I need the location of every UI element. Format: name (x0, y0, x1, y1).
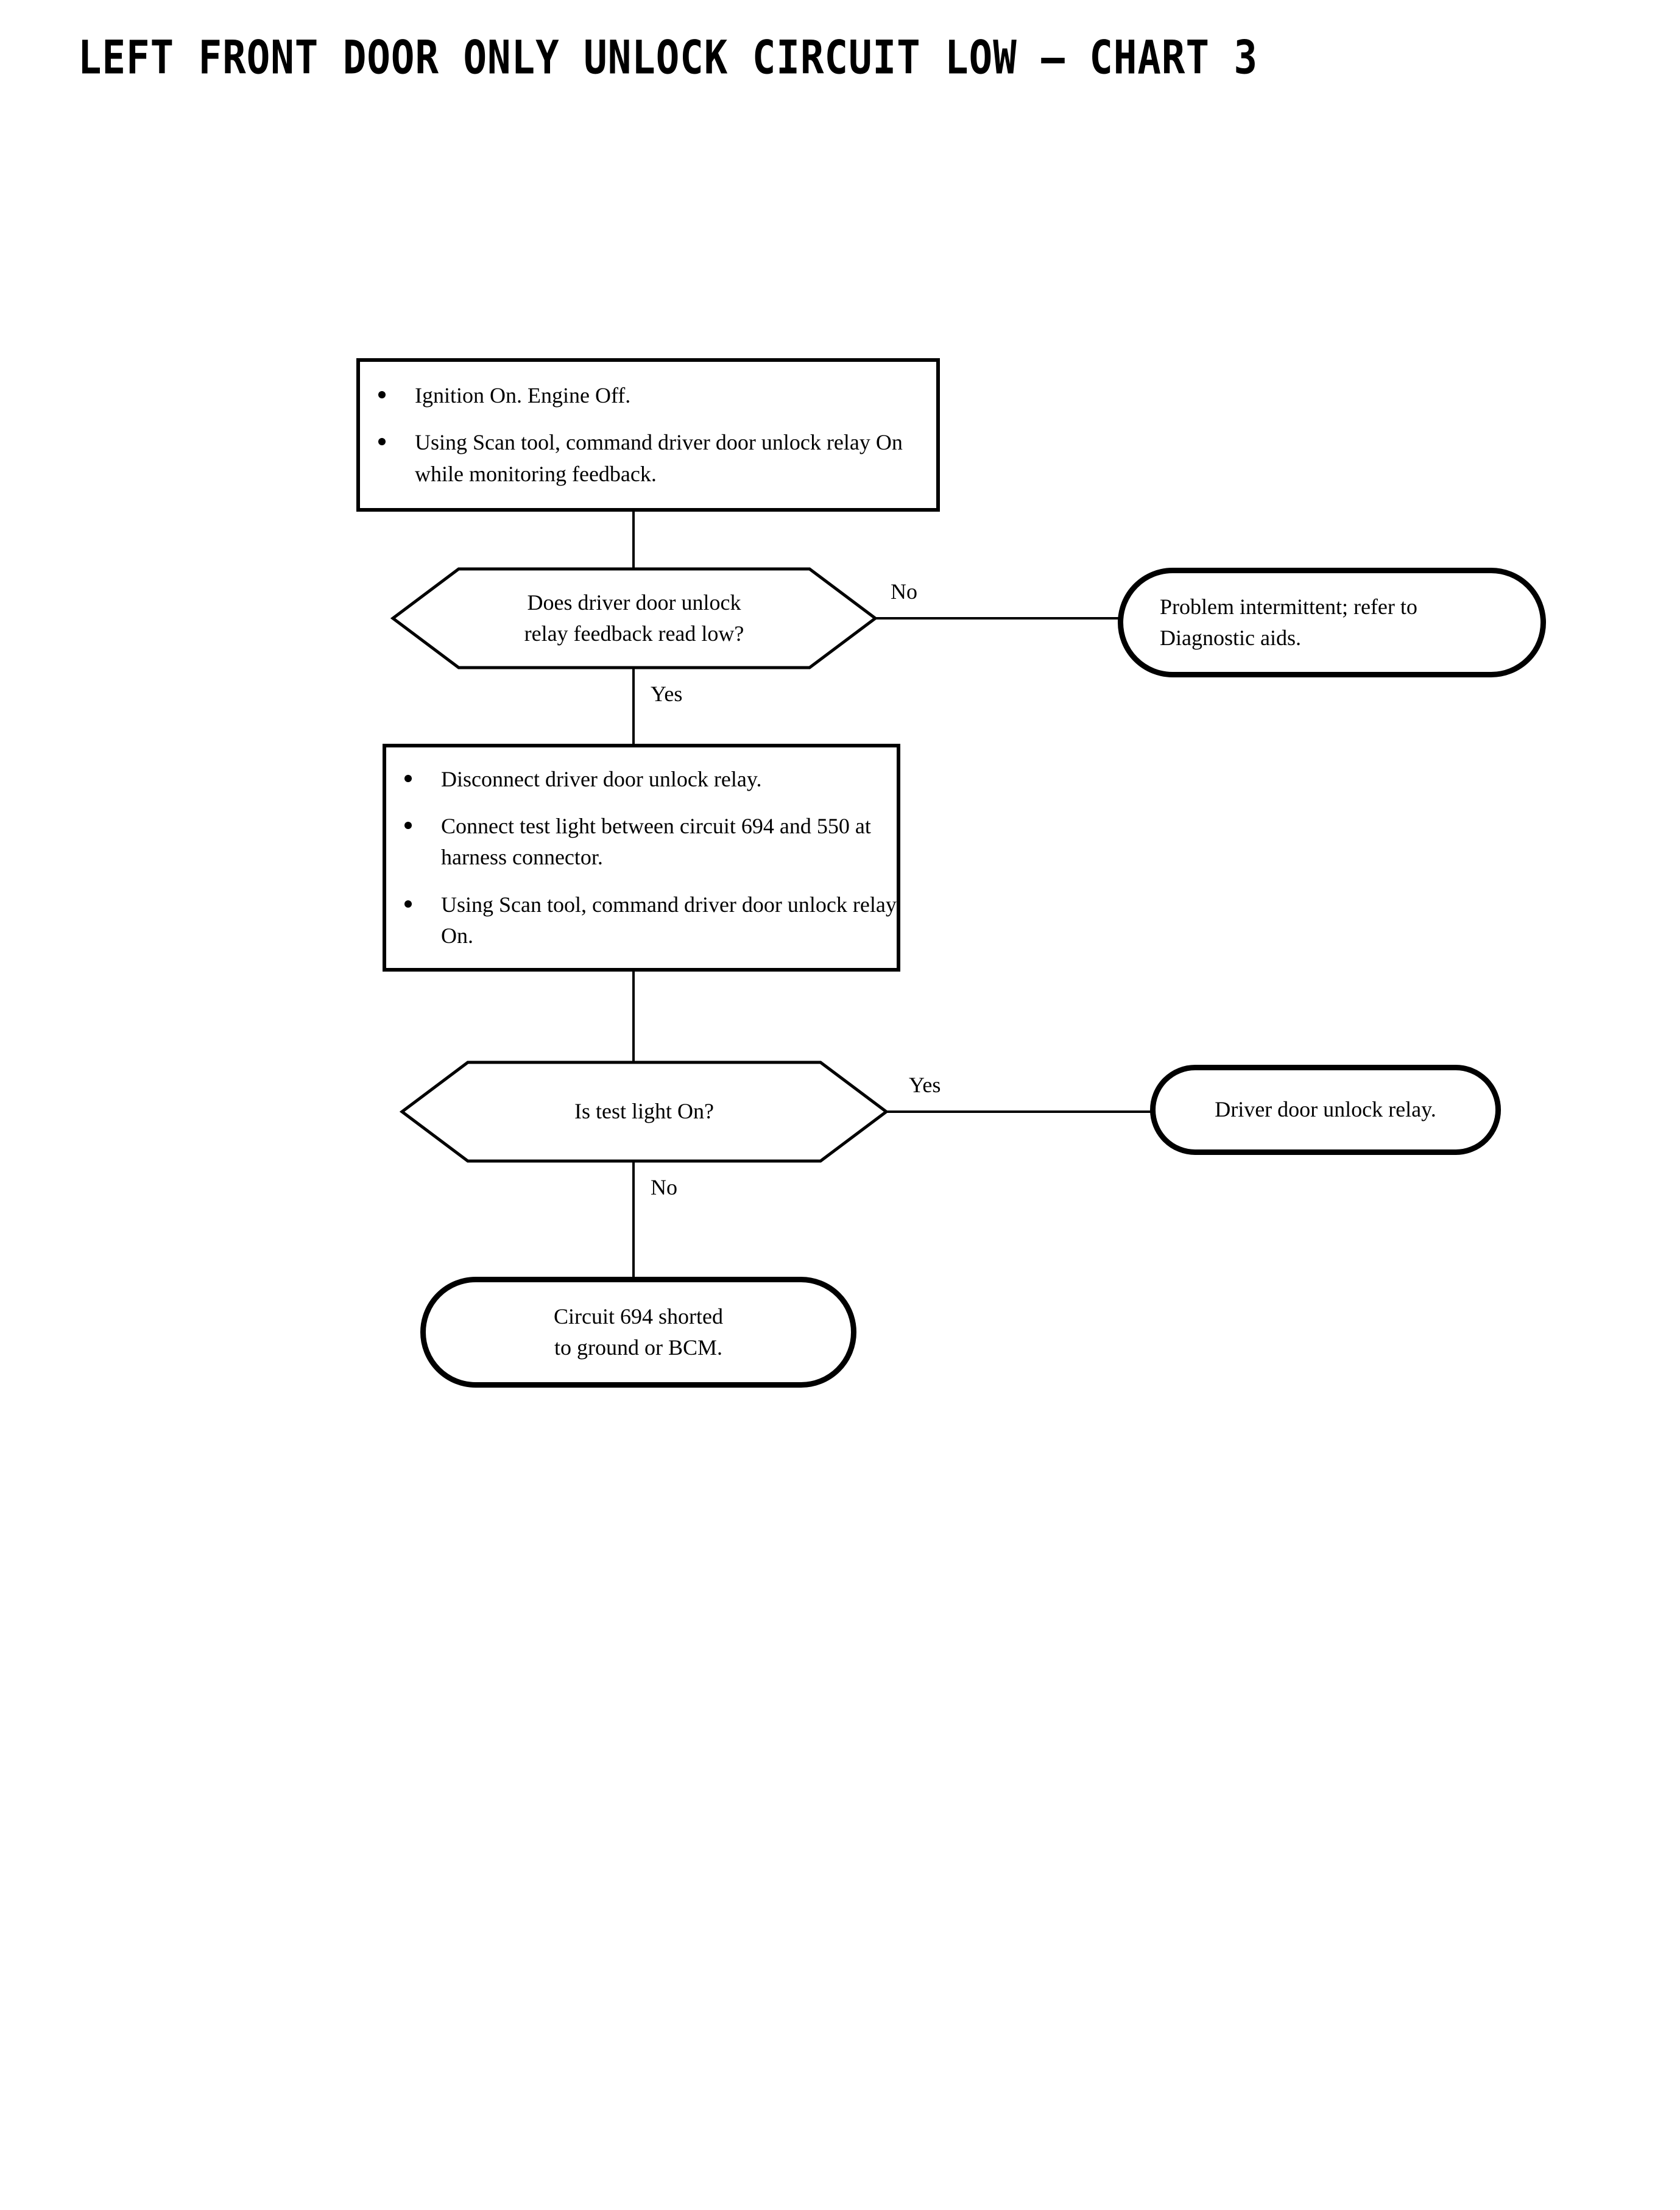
connector-step2-to-decision2 (632, 970, 635, 1063)
list-item-label: Disconnect driver door unlock relay. (441, 767, 762, 792)
terminal-node-problem-intermittent: Problem intermittent; refer to Diagnosti… (1118, 568, 1546, 677)
list-item-label: Ignition On. Engine Off. (415, 383, 631, 408)
terminal-label-line-1: Circuit 694 shorted (554, 1304, 723, 1329)
connector-decision1-yes (632, 668, 635, 745)
decision-hexagon-outline (390, 567, 878, 669)
terminal-label-line-2: Diagnostic aids. (1160, 626, 1301, 650)
bullet-icon (378, 438, 386, 446)
edge-label-decision2-no: No (651, 1175, 677, 1199)
connector-step1-to-decision1 (632, 510, 635, 569)
terminal-node-driver-door-unlock-relay: Driver door unlock relay. (1150, 1065, 1501, 1155)
list-item: Ignition On. Engine Off. (360, 380, 936, 411)
step-1-bullet-list: Ignition On. Engine Off. Using Scan tool… (360, 380, 936, 489)
list-item-label: Using Scan tool, command driver door unl… (415, 430, 903, 486)
terminal-node-circuit-694-shorted: Circuit 694 shorted to ground or BCM. (420, 1277, 856, 1388)
page-title: LEFT FRONT DOOR ONLY UNLOCK CIRCUIT LOW … (78, 32, 1258, 85)
decision-node-label: Is test light On? (402, 1061, 886, 1162)
decision-hexagon-outline (399, 1061, 889, 1163)
edge-label-decision2-yes: Yes (909, 1073, 941, 1097)
bullet-icon (404, 822, 412, 830)
connector-decision2-yes (884, 1110, 1152, 1113)
list-item: Disconnect driver door unlock relay. (386, 764, 897, 795)
decision-label-line-1: Does driver door unlock (527, 590, 741, 615)
terminal-node-label: Problem intermittent; refer to Diagnosti… (1160, 591, 1417, 654)
connector-decision1-no (874, 617, 1120, 620)
decision-node-label: Does driver door unlock relay feedback r… (393, 568, 875, 669)
terminal-node-label: Driver door unlock relay. (1215, 1094, 1436, 1125)
bullet-icon (378, 391, 386, 399)
decision-label-line-1: Is test light On? (574, 1099, 714, 1124)
decision-node-test-light-on: Is test light On? (399, 1061, 889, 1163)
decision-label-line-2: relay feedback read low? (524, 621, 744, 646)
process-box-step-1: Ignition On. Engine Off. Using Scan tool… (356, 358, 940, 512)
edge-label-decision1-no: No (891, 579, 917, 604)
terminal-label-line-1: Driver door unlock relay. (1215, 1097, 1436, 1122)
process-box-step-2: Disconnect driver door unlock relay. Con… (383, 744, 900, 972)
list-item: Connect test light between circuit 694 a… (386, 811, 897, 873)
bullet-icon (404, 775, 412, 783)
list-item-label: Using Scan tool, command driver door unl… (441, 892, 897, 948)
list-item: Using Scan tool, command driver door unl… (360, 427, 936, 489)
terminal-node-label: Circuit 694 shorted to ground or BCM. (554, 1301, 723, 1363)
terminal-label-line-1: Problem intermittent; refer to (1160, 594, 1417, 619)
terminal-label-line-2: to ground or BCM. (554, 1335, 722, 1360)
edge-label-decision1-yes: Yes (651, 682, 683, 706)
list-item: Using Scan tool, command driver door unl… (386, 889, 897, 951)
bullet-icon (404, 900, 412, 908)
list-item-label: Connect test light between circuit 694 a… (441, 814, 871, 870)
step-2-bullet-list: Disconnect driver door unlock relay. Con… (386, 764, 897, 951)
decision-node-relay-feedback-low: Does driver door unlock relay feedback r… (390, 567, 878, 669)
connector-decision2-no (632, 1161, 635, 1278)
